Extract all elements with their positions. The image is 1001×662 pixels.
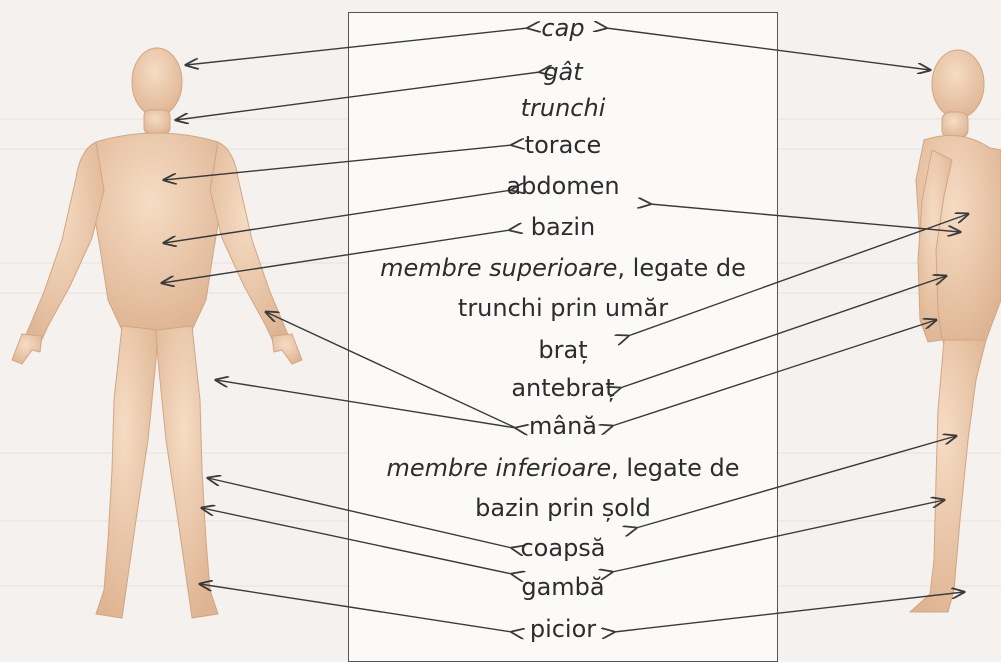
membre-superioare-rest: , legate de <box>617 254 745 282</box>
label-gat: gât <box>348 58 778 86</box>
label-membre-inferioare-line2: bazin prin șold <box>348 494 778 522</box>
label-picior: picior <box>348 615 778 643</box>
label-mana: mână <box>348 412 778 440</box>
membre-inferioare-rest: , legate de <box>611 454 739 482</box>
label-coapsa: coapsă <box>348 534 778 562</box>
label-membre-inferioare: membre inferioare, legate de <box>348 454 778 482</box>
membre-inferioare-italic: membre inferioare <box>386 454 611 482</box>
front-body-figure <box>12 48 302 618</box>
arrow-mana-front-2 <box>266 312 516 428</box>
label-torace: torace <box>348 131 778 159</box>
label-gamba: gambă <box>348 573 778 601</box>
membre-superioare-italic: membre superioare <box>380 254 617 282</box>
label-membre-superioare-line2: trunchi prin umăr <box>348 294 778 322</box>
label-antebrat: antebraț <box>348 374 778 402</box>
label-membre-superioare: membre superioare, legate de <box>348 254 778 282</box>
label-cap: cap <box>348 14 778 42</box>
label-abdomen: abdomen <box>348 172 778 200</box>
side-body-figure <box>910 50 1001 612</box>
label-bazin: bazin <box>348 213 778 241</box>
label-brat: braț <box>348 336 778 364</box>
label-trunchi: trunchi <box>348 94 778 122</box>
